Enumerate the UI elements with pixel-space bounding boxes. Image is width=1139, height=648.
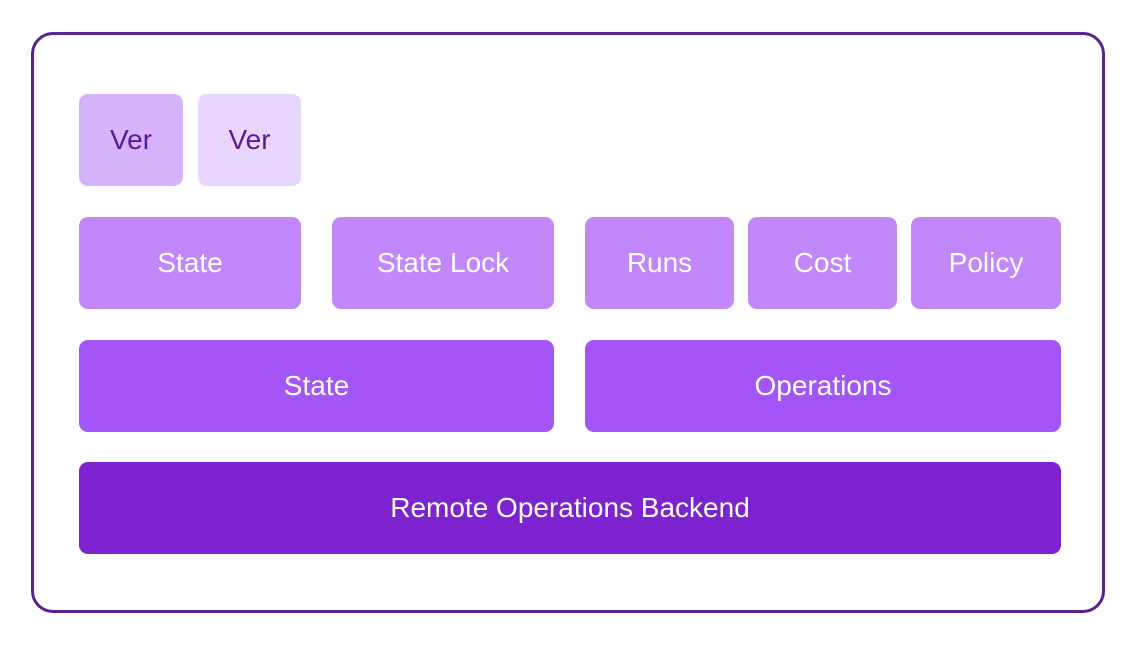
version-box-1: Ver bbox=[79, 94, 183, 186]
feature-state-label: State bbox=[157, 247, 223, 278]
group-state: State bbox=[79, 340, 554, 432]
feature-policy: Policy bbox=[911, 217, 1061, 309]
feature-state-lock-label: State Lock bbox=[376, 247, 510, 278]
feature-cost-label: Cost bbox=[793, 247, 852, 278]
group-state-label: State bbox=[283, 370, 350, 401]
group-operations-label: Operations bbox=[754, 370, 892, 401]
version-box-2: Ver bbox=[198, 94, 301, 186]
version-box-2-label: Ver bbox=[228, 124, 271, 155]
group-operations: Operations bbox=[585, 340, 1061, 432]
feature-state-lock: State Lock bbox=[332, 217, 554, 309]
feature-cost: Cost bbox=[748, 217, 897, 309]
feature-runs-label: Runs bbox=[626, 247, 693, 278]
backend-block: Remote Operations Backend bbox=[79, 462, 1061, 554]
feature-policy-label: Policy bbox=[948, 247, 1024, 278]
feature-state: State bbox=[79, 217, 301, 309]
version-box-1-label: Ver bbox=[109, 124, 153, 155]
feature-runs: Runs bbox=[585, 217, 734, 309]
backend-label: Remote Operations Backend bbox=[390, 492, 750, 523]
